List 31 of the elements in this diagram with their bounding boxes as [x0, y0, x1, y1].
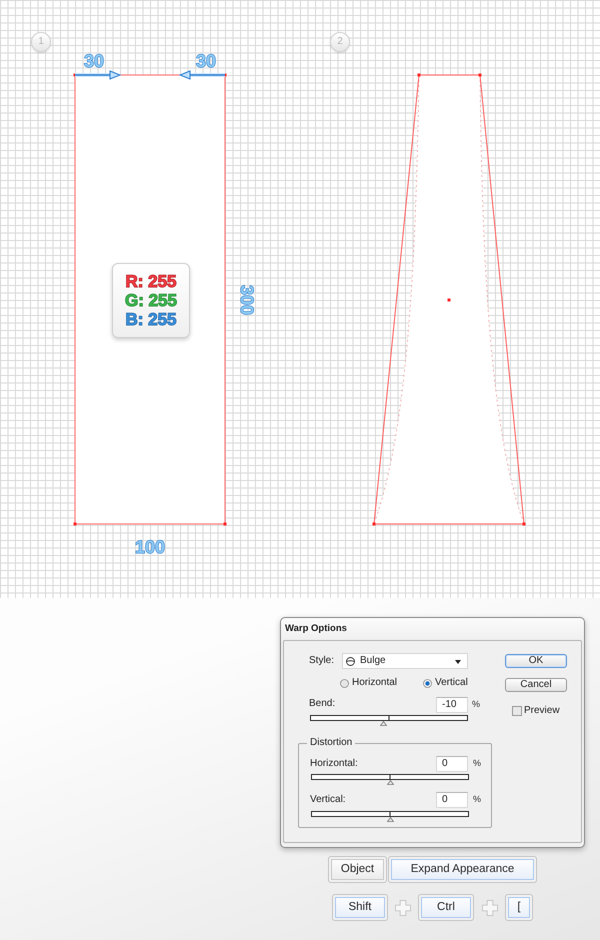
- field-label: Style:: [309, 656, 334, 666]
- dimension-label: 300: [238, 284, 256, 316]
- dimension-label: 30: [84, 52, 104, 70]
- style-dropdown: Bulge: [342, 653, 468, 669]
- color-value-text: B: 255: [125, 310, 177, 329]
- unit-label: %: [472, 700, 480, 709]
- field-label: Horizontal:: [310, 759, 358, 769]
- unit-label: %: [473, 759, 482, 768]
- secondary-button: Cancel: [505, 678, 567, 692]
- key-cap: Expand Appearance: [388, 856, 537, 883]
- radio-option-label: Horizontal: [340, 678, 398, 688]
- primary-button: OK: [505, 654, 567, 668]
- key-cap: Object: [328, 856, 387, 883]
- key-cap: [: [505, 894, 533, 921]
- color-values-card: [112, 263, 190, 338]
- radio-option-label: Vertical: [423, 678, 468, 688]
- checkbox-label: Preview: [512, 706, 560, 716]
- key-cap: Ctrl: [418, 894, 474, 921]
- field-label: Vertical:: [310, 795, 346, 805]
- field-label: Bend:: [309, 699, 336, 709]
- dialog-title: Warp Options: [285, 624, 347, 634]
- dimension-label: 30: [196, 52, 216, 70]
- dimension-label: 100: [134, 538, 166, 556]
- input-field: 0: [436, 756, 468, 772]
- color-value-text: R: 255: [125, 272, 177, 291]
- color-value-text: G: 255: [125, 291, 177, 310]
- group-title: Distortion: [307, 738, 356, 748]
- input-field: -10: [436, 697, 468, 713]
- unit-label: %: [473, 795, 482, 804]
- input-field: 0: [436, 792, 468, 808]
- key-cap: Shift: [332, 894, 388, 921]
